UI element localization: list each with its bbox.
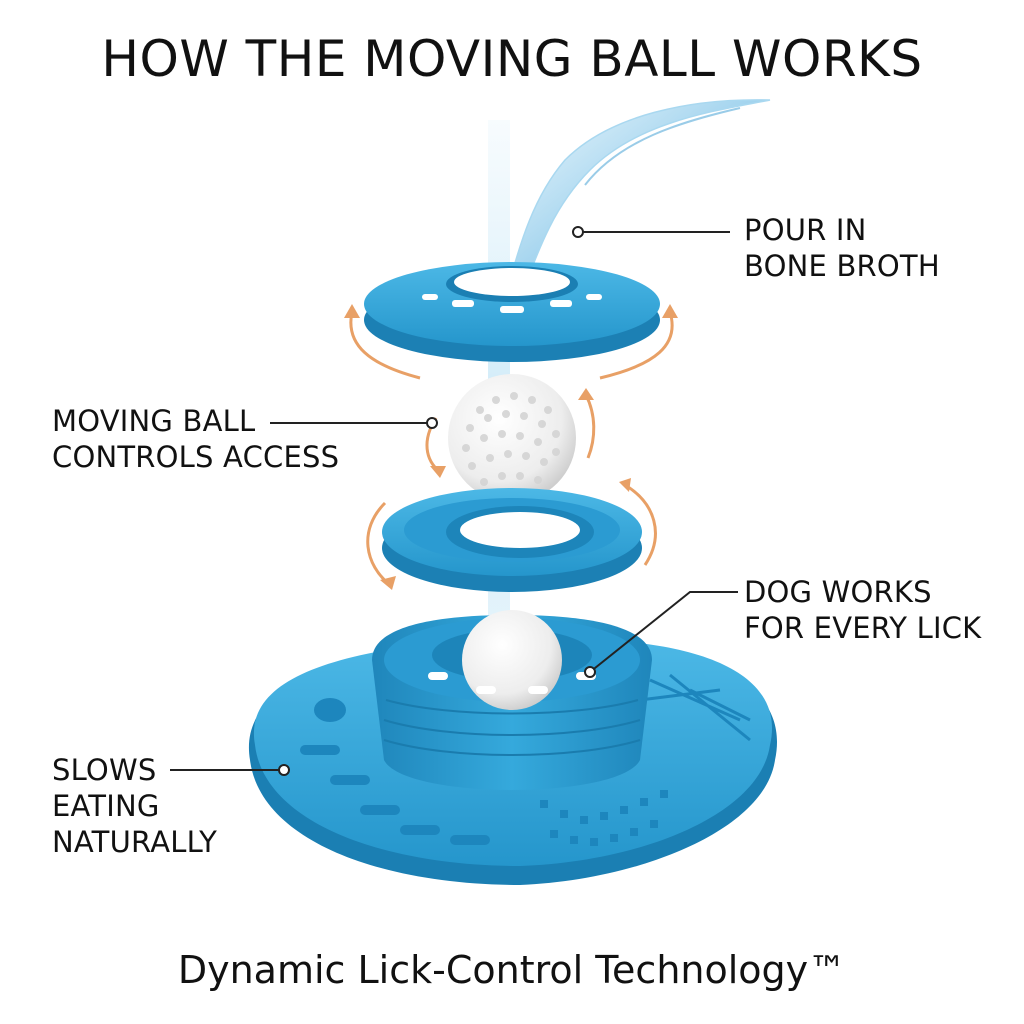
callout-pour: POUR IN BONE BROTH	[744, 212, 940, 284]
lid-disc-icon	[364, 262, 660, 362]
page-title: HOW THE MOVING BALL WORKS	[101, 30, 923, 88]
callout-slow-line1: SLOWS	[52, 753, 157, 787]
ring-tray-icon	[382, 488, 642, 592]
callout-slow-line2: EATING	[52, 789, 160, 823]
callout-ball: MOVING BALL CONTROLS ACCESS	[52, 403, 339, 475]
callout-ball-line2: CONTROLS ACCESS	[52, 440, 340, 474]
lick-mat-base-icon	[248, 610, 778, 885]
callout-ball-line1: MOVING BALL	[52, 404, 256, 438]
leader-lines	[170, 231, 738, 771]
callout-slow: SLOWS EATING NATURALLY	[52, 752, 217, 860]
callout-dog-line1: DOG WORKS	[744, 575, 932, 609]
technology-tagline: Dynamic Lick-Control Technology™	[177, 948, 847, 992]
callout-dog-line2: FOR EVERY LICK	[744, 611, 982, 645]
golf-ball-icon	[448, 374, 576, 502]
callout-pour-line2: BONE BROTH	[744, 249, 940, 283]
callout-dog: DOG WORKS FOR EVERY LICK	[744, 574, 981, 646]
callout-pour-line1: POUR IN	[744, 213, 867, 247]
callout-slow-line3: NATURALLY	[52, 825, 218, 859]
leader-dots	[278, 226, 596, 776]
rotation-arrow-heads	[344, 304, 678, 590]
